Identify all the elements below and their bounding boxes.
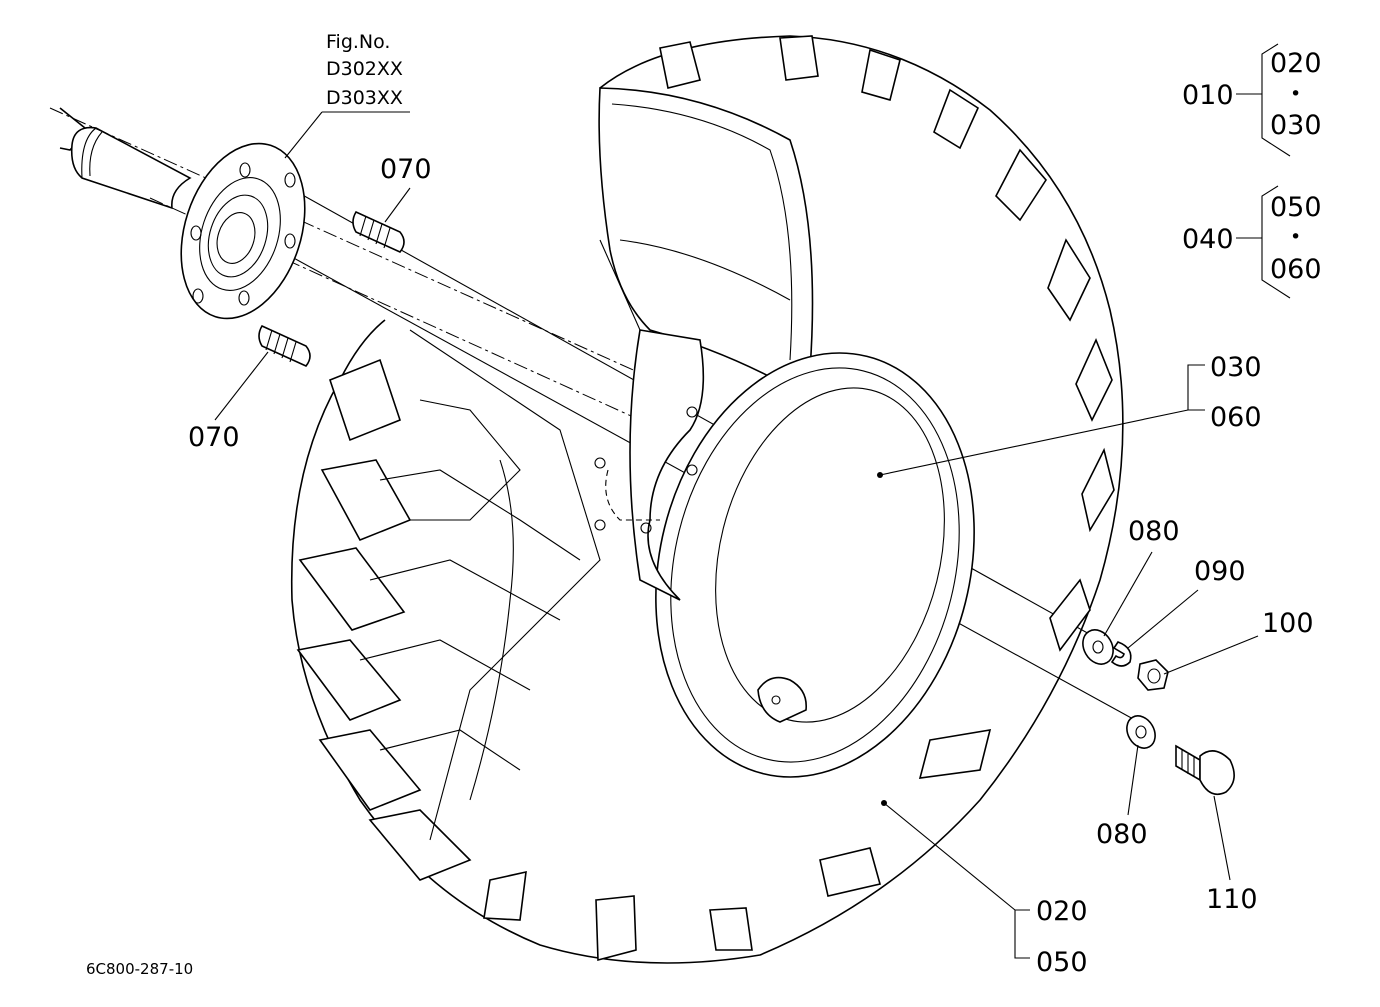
fig-code-1: D302XX [326, 58, 403, 80]
legend-item: 030 [1270, 110, 1322, 141]
callout-nut: 100 [1262, 608, 1314, 639]
stud-upper [352, 210, 405, 253]
callout-washer-lower: 080 [1096, 819, 1148, 850]
legend-separator: • [1290, 226, 1301, 248]
callout-lock-washer: 090 [1194, 556, 1246, 587]
drawing-number: 6C800-287-10 [86, 960, 193, 978]
leader-lines [214, 43, 1291, 959]
stud-lower [258, 324, 311, 367]
hub-flange [180, 142, 306, 320]
axle-shaft [59, 107, 192, 210]
legend-item: 020 [1270, 48, 1322, 79]
legend-item: 060 [1270, 254, 1322, 285]
tire-section [598, 87, 814, 383]
figure-reference: Fig.No. D302XX D303XX [326, 31, 403, 109]
tire [290, 35, 1124, 964]
legend-separator: • [1290, 83, 1301, 105]
legend-code: 010 [1182, 80, 1234, 111]
nut [1137, 659, 1169, 691]
washer-upper [1082, 629, 1114, 665]
washer-lower [1126, 715, 1156, 749]
callout-washer-upper: 080 [1128, 516, 1180, 547]
legend-item: 050 [1270, 192, 1322, 223]
legend-group-040: 040 050 • 060 [1182, 192, 1322, 285]
callout-stud-upper: 070 [380, 154, 432, 185]
fig-code-2: D303XX [326, 87, 403, 109]
legend-group-010: 010 020 • 030 [1182, 48, 1322, 141]
fig-no-heading: Fig.No. [326, 31, 390, 53]
rim [594, 329, 975, 806]
callout-valve: 110 [1206, 884, 1258, 915]
lock-washer [1110, 641, 1132, 667]
callout-rim-a: 030 [1210, 352, 1262, 383]
callout-tire-b: 050 [1036, 947, 1088, 978]
valve-stem [1175, 744, 1235, 796]
callout-stud-lower: 070 [188, 422, 240, 453]
callout-tire-a: 020 [1036, 896, 1088, 927]
legend-code: 040 [1182, 224, 1234, 255]
callout-rim-b: 060 [1210, 402, 1262, 433]
